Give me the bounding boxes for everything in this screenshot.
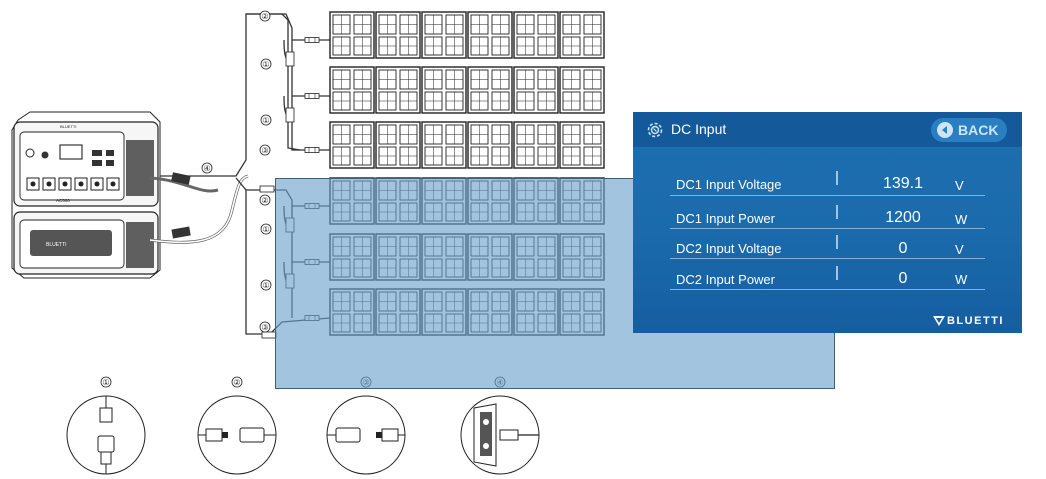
callout-wire-3-top: ③	[259, 144, 271, 156]
device-display	[59, 144, 83, 160]
screen-title: DC Input	[671, 121, 727, 137]
back-button[interactable]: BACK	[931, 118, 1007, 142]
lower-unit-brand: BLUETTI	[46, 242, 67, 248]
row-rule	[670, 289, 985, 290]
svg-text:③: ③	[261, 146, 268, 155]
row-divider-tick	[836, 235, 838, 249]
wiring-callouts: ② ① ① ③ ④ ② ① ① ③	[201, 10, 272, 333]
svg-text:②: ②	[233, 378, 240, 387]
callout-wire-3-bottom: ③	[259, 321, 271, 333]
device-model-label: AC500	[56, 198, 70, 203]
row-divider-tick	[836, 171, 838, 185]
row-divider-tick	[836, 205, 838, 219]
dc2-voltage-unit: V	[955, 242, 964, 257]
dc-input-screen: DC Input BACK DC1 Input Voltage 139.1 V …	[633, 112, 1022, 333]
dc-input-icon	[647, 122, 663, 138]
svg-text:①: ①	[262, 60, 269, 69]
solar-panel-1	[330, 12, 604, 58]
solar-panel-3	[330, 122, 604, 168]
callout-wire-1-a: ①	[260, 58, 272, 70]
back-button-label: BACK	[958, 122, 999, 138]
dc2-power-value: 0	[898, 270, 908, 287]
svg-text:③: ③	[261, 323, 268, 332]
row-rule	[670, 228, 985, 229]
connector-details: ① ② ③ ④	[66, 376, 540, 475]
dc2-power-label: DC2 Input Power	[676, 272, 775, 287]
dc1-voltage-unit: V	[955, 178, 964, 193]
dc1-voltage-label: DC1 Input Voltage	[676, 177, 782, 192]
svg-text:②: ②	[261, 12, 268, 21]
detail-3: ③	[326, 376, 406, 475]
dc1-power-value: 1200	[885, 209, 921, 226]
svg-text:②: ②	[261, 196, 268, 205]
detail-1: ①	[66, 376, 146, 475]
power-station-device: AC500 BLUETTI BLUETTI	[11, 111, 161, 279]
callout-wire-1-b: ①	[260, 114, 272, 126]
device-brand-label: BLUETTI	[60, 124, 76, 129]
bluetti-logo-icon	[933, 316, 945, 326]
dc2-voltage-value: 0	[898, 240, 908, 257]
detail-4: ④	[460, 376, 540, 475]
screen-header: DC Input BACK	[633, 112, 1022, 147]
dc2-power-unit: W	[955, 272, 968, 287]
ac-outlets	[26, 177, 120, 191]
dc2-voltage-label: DC2 Input Voltage	[676, 241, 782, 256]
callout-wire-1-c: ①	[260, 223, 272, 235]
svg-text:①: ①	[102, 378, 109, 387]
dc1-power-label: DC1 Input Power	[676, 211, 775, 226]
callout-wire-4: ④	[201, 162, 213, 174]
callout-wire-2-top: ②	[259, 10, 271, 22]
dc1-voltage-value: 139.1	[882, 175, 924, 192]
solar-panel-2	[330, 67, 604, 113]
callout-wire-2-bottom: ②	[259, 194, 271, 206]
row-rule	[670, 258, 985, 259]
row-rule	[670, 195, 985, 196]
bluetti-logo: BLUETTI	[947, 315, 1004, 327]
dc1-power-unit: W	[955, 212, 968, 227]
svg-text:①: ①	[262, 116, 269, 125]
svg-text:①: ①	[262, 281, 269, 290]
detail-2: ②	[197, 376, 277, 475]
back-arrow-icon	[937, 122, 953, 138]
svg-text:④: ④	[203, 164, 210, 173]
row-divider-tick	[836, 266, 838, 280]
svg-text:①: ①	[262, 225, 269, 234]
callout-wire-1-d: ①	[260, 279, 272, 291]
